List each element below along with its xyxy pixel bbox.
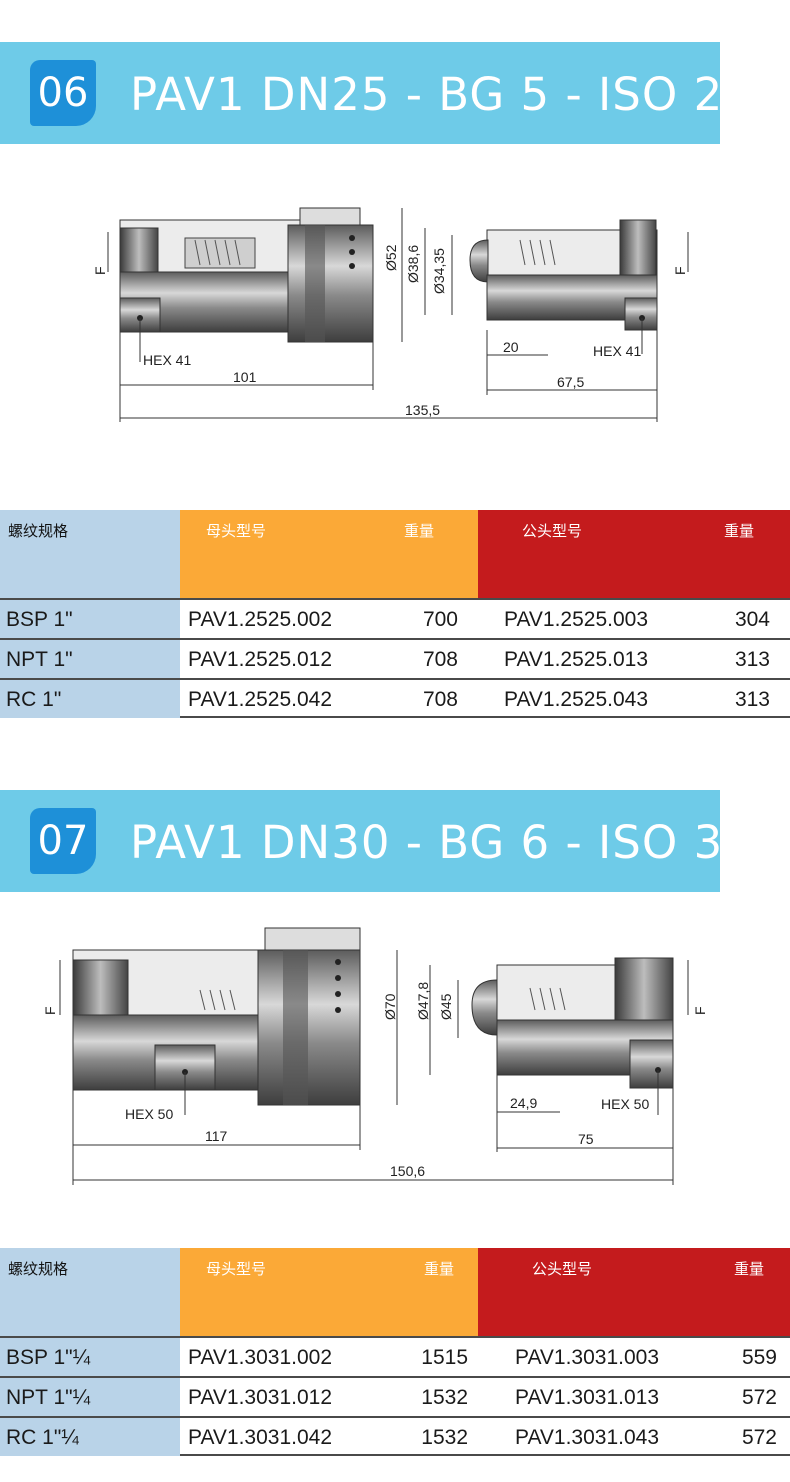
header-male-model: 公头型号 [532,1260,593,1278]
female-model-cell: PAV1.3031.042 [188,1426,333,1449]
section-title: PAV1 DN30 - BG 6 - ISO 31.5 [130,816,790,869]
thread-cell: BSP 1"¼ [0,1338,180,1376]
header-female-weight: 重量 [424,1260,455,1278]
dim-nipple-diameter: Ø45 [438,993,454,1020]
header-male-model: 公头型号 [522,522,583,540]
section-banner-06: 06 PAV1 DN25 - BG 5 - ISO 25 [0,42,752,144]
dim-outer-diameter: Ø70 [382,993,398,1020]
dim-hex-left: HEX 50 [125,1106,173,1122]
female-model-cell: PAV1.2525.002 [188,608,333,631]
female-weight-cell: 708 [422,648,458,671]
dim-hex-right: HEX 50 [601,1096,649,1112]
male-model-cell: PAV1.2525.013 [504,648,649,671]
female-coupling-shape [72,927,361,1106]
dim-total-length: 150,6 [390,1163,425,1179]
dim-f-right: F [672,266,688,275]
dim-hex-right: HEX 41 [593,343,641,359]
male-coupling-shape [471,957,674,1089]
header-female-model: 母头型号 [206,522,267,540]
header-thread-spec: 螺纹规格 [8,1260,69,1278]
header-male-weight: 重量 [734,1260,765,1278]
female-weight-cell: 700 [422,608,458,631]
thread-cell: RC 1"¼ [0,1418,180,1456]
male-weight-cell: 572 [741,1386,777,1409]
dim-female-length: 117 [205,1128,228,1144]
dim-nipple-diameter: Ø34,35 [431,248,447,294]
female-weight-cell: 708 [422,688,458,711]
table-header: 螺纹规格 母头型号 重量 公头型号 重量 [0,510,790,598]
table-header: 螺纹规格 母头型号 重量 公头型号 重量 [0,1248,790,1336]
dim-f-right: F [692,1006,708,1015]
female-model-cell: PAV1.2525.012 [188,648,333,671]
male-weight-cell: 304 [734,608,770,631]
female-model-cell: PAV1.3031.012 [188,1386,333,1409]
dim-hex-left: HEX 41 [143,352,191,368]
female-weight-cell: 1532 [421,1426,468,1449]
thread-cell: RC 1" [0,680,180,718]
section-banner-07: 07 PAV1 DN30 - BG 6 - ISO 31.5 [0,790,790,892]
male-model-cell: PAV1.3031.043 [515,1426,660,1449]
male-model-cell: PAV1.2525.043 [504,688,649,711]
header-thread-spec: 螺纹规格 [8,522,69,540]
section-number-badge: 07 [30,808,96,874]
male-weight-cell: 313 [734,688,770,711]
female-model-cell: PAV1.3031.002 [188,1346,333,1369]
dim-outer-diameter: Ø52 [383,244,399,271]
dim-total-length: 135,5 [405,402,440,418]
dim-male-length: 75 [578,1131,594,1147]
dim-f-left: F [42,1006,58,1015]
table-row: NPT 1"¼ PAV1.3031.012 1532 PAV1.3031.013… [0,1376,790,1416]
dim-nipple-length: 24,9 [510,1095,537,1111]
thread-cell: NPT 1" [0,640,180,678]
coupling-drawing-dn25: Ø52 Ø38,6 Ø34,35 F F HEX 41 HEX 41 20 10… [0,190,790,440]
dim-mid-diameter: Ø47,8 [415,982,431,1020]
female-model-cell: PAV1.2525.042 [188,688,333,711]
female-weight-cell: 1532 [421,1386,468,1409]
table-row: RC 1"¼ PAV1.3031.042 1532 PAV1.3031.043 … [0,1416,790,1456]
section-title: PAV1 DN25 - BG 5 - ISO 25 [130,68,753,121]
male-model-cell: PAV1.3031.013 [515,1386,660,1409]
section-number-badge: 06 [30,60,96,126]
female-coupling-shape [119,207,374,343]
male-weight-cell: 559 [741,1346,777,1369]
male-weight-cell: 313 [734,648,770,671]
male-coupling-shape [469,219,658,331]
table-row: RC 1" PAV1.2525.042 708 PAV1.2525.043 31… [0,678,790,718]
dim-nipple-length: 20 [503,339,519,355]
coupling-drawing-dn30: Ø70 Ø47,8 Ø45 F F HEX 50 HEX 50 24,9 117… [0,920,790,1190]
thread-cell: NPT 1"¼ [0,1378,180,1416]
female-weight-cell: 1515 [421,1346,468,1369]
table-row: BSP 1"¼ PAV1.3031.002 1515 PAV1.3031.003… [0,1336,790,1376]
thread-cell: BSP 1" [0,600,180,638]
dim-f-left: F [92,266,108,275]
spec-table-06: 螺纹规格 母头型号 重量 公头型号 重量 BSP 1" PAV1.2525.00… [0,510,790,718]
header-female-model: 母头型号 [206,1260,267,1278]
spec-table-07: 螺纹规格 母头型号 重量 公头型号 重量 BSP 1"¼ PAV1.3031.0… [0,1248,790,1456]
table-row: BSP 1" PAV1.2525.002 700 PAV1.2525.003 3… [0,598,790,638]
header-female-weight: 重量 [404,522,435,540]
male-model-cell: PAV1.3031.003 [515,1346,660,1369]
male-model-cell: PAV1.2525.003 [504,608,649,631]
male-weight-cell: 572 [741,1426,777,1449]
dim-male-length: 67,5 [557,374,584,390]
table-row: NPT 1" PAV1.2525.012 708 PAV1.2525.013 3… [0,638,790,678]
dim-mid-diameter: Ø38,6 [405,245,421,283]
dim-female-length: 101 [233,369,257,385]
header-male-weight: 重量 [724,522,755,540]
